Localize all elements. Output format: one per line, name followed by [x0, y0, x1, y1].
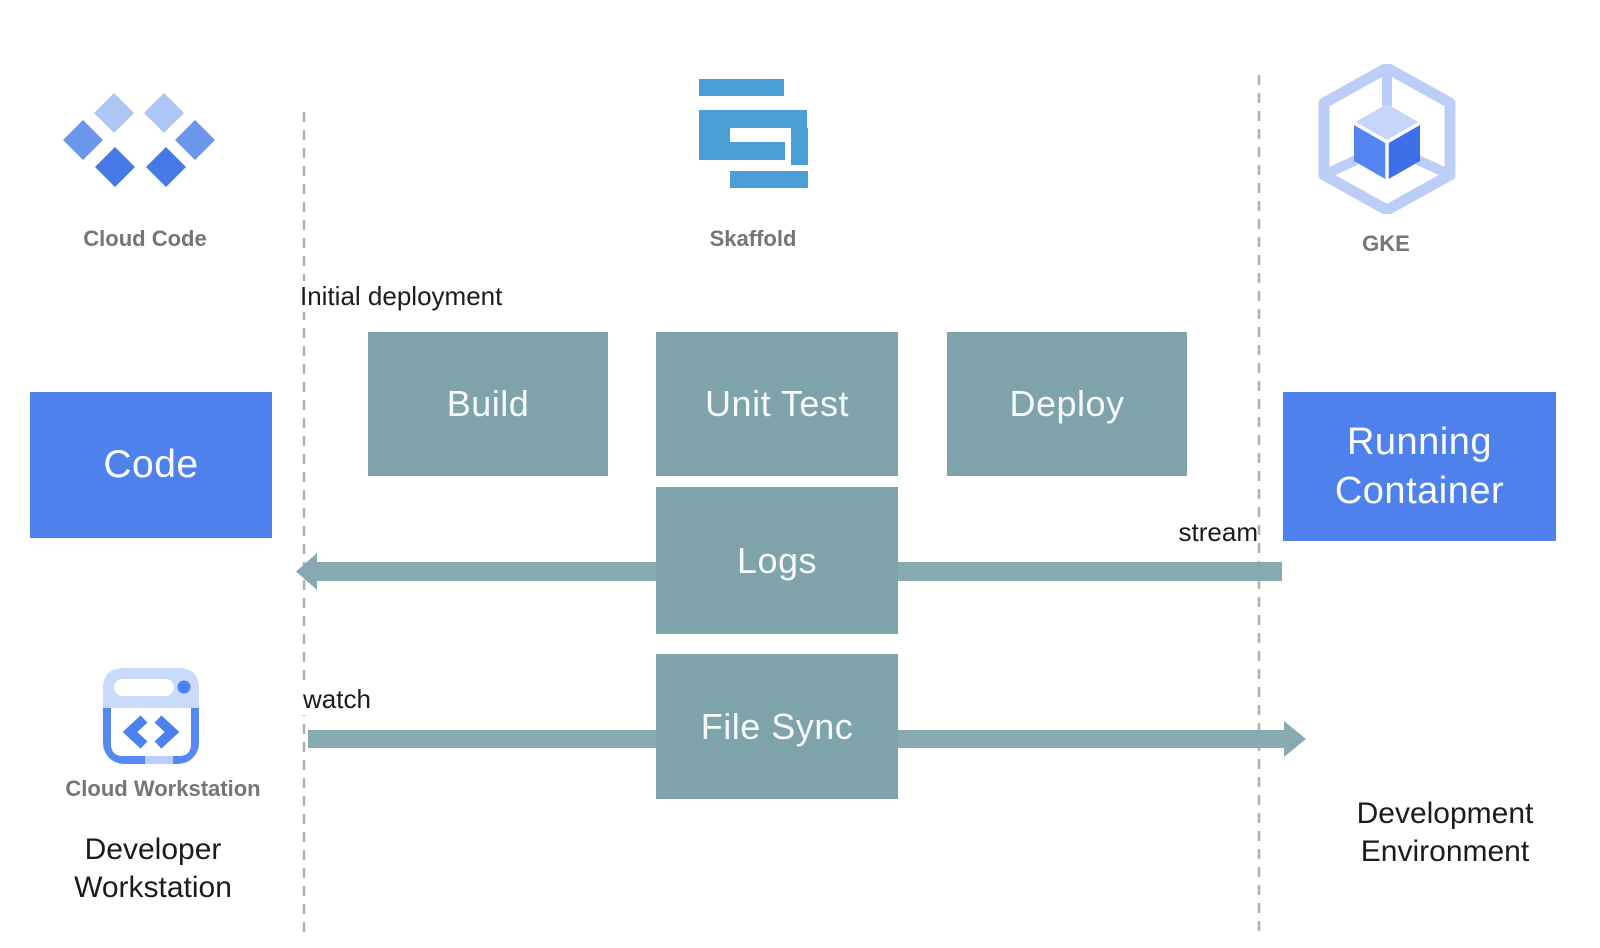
- cloud-code-icon: [63, 93, 215, 187]
- skaffold-label: Skaffold: [709, 226, 797, 251]
- diamond-right-top: [144, 93, 184, 133]
- gke-label: GKE: [1362, 231, 1410, 256]
- logs-box: Logs: [656, 487, 898, 634]
- file-sync-box: File Sync: [656, 654, 898, 799]
- skaffold-icon: [699, 79, 808, 188]
- code-node-box: Code: [30, 392, 272, 538]
- diamond-left-bottom: [95, 147, 135, 187]
- diamond-left-mid: [63, 120, 103, 160]
- initial-deployment-label: Initial deployment: [297, 281, 506, 312]
- cloud-workstation-icon: [103, 668, 199, 764]
- diamond-right-mid: [175, 120, 215, 160]
- cloud-code-label: Cloud Code: [83, 226, 207, 251]
- diamond-left-top: [94, 93, 134, 133]
- window-dot: [177, 680, 191, 694]
- gke-hexagon: [1318, 64, 1456, 214]
- code-chevrons: [122, 715, 180, 749]
- developer-workstation-caption: Developer Workstation: [74, 833, 232, 904]
- diamond-right-bottom: [146, 147, 186, 187]
- unit-test-stage-box: Unit Test: [656, 332, 898, 476]
- deploy-stage-box: Deploy: [947, 332, 1187, 476]
- gke-icon: [1318, 64, 1456, 214]
- cloud-workstation-label: Cloud Workstation: [65, 776, 261, 801]
- build-stage-box: Build: [368, 332, 608, 476]
- gke-spokes: [1327, 74, 1447, 177]
- gke-cube: [1353, 104, 1421, 180]
- watch-label: watch: [300, 684, 374, 715]
- skaffold-glyph: [699, 79, 808, 188]
- development-environment-caption: Development Environment: [1356, 797, 1534, 868]
- running-container-node-box: Running Container: [1283, 392, 1556, 541]
- stream-label: stream: [1178, 517, 1258, 547]
